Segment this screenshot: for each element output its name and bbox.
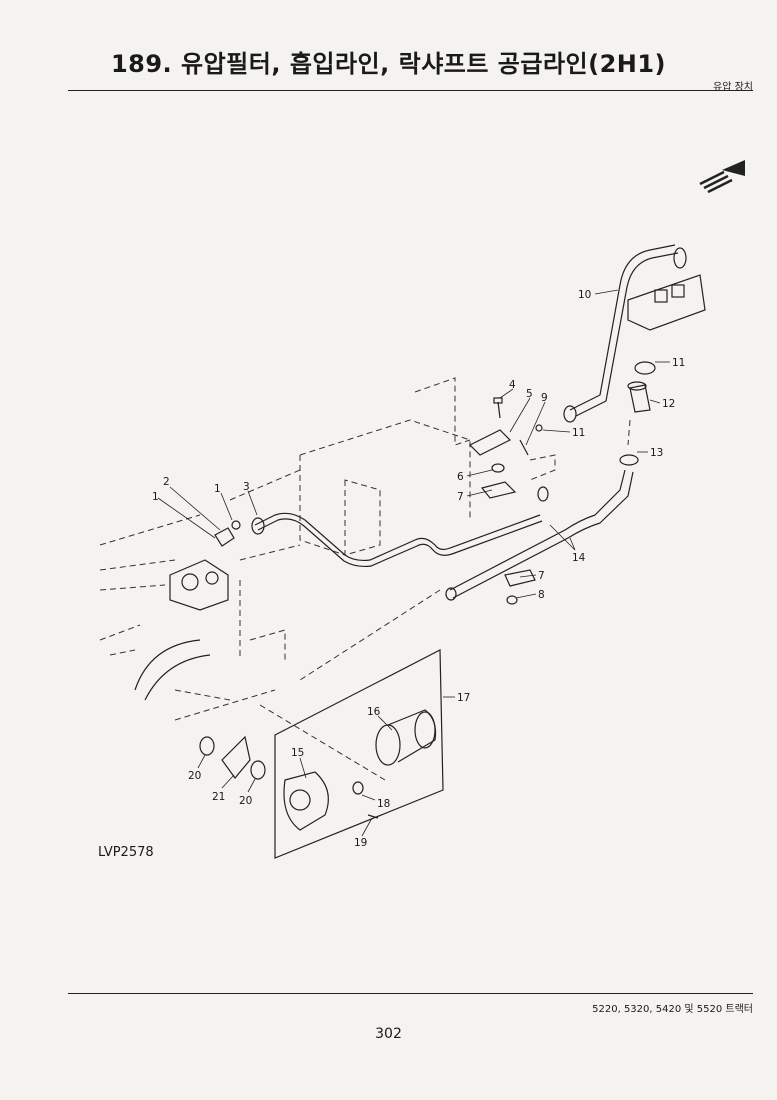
frame-outline (99, 377, 556, 660)
callout-5: 5 (526, 388, 533, 400)
callout-13: 13 (650, 447, 663, 459)
return-tube (445, 454, 639, 601)
callout-20a: 20 (188, 770, 201, 782)
section-label: 유압 장치 (713, 82, 753, 93)
page-number: 302 (375, 1026, 402, 1042)
callout-2: 2 (163, 476, 170, 488)
callout-10: 10 (578, 289, 591, 301)
callout-14: 14 (572, 552, 586, 564)
pump-assembly (169, 520, 241, 611)
callout-9: 9 (541, 392, 548, 404)
callout-19: 19 (354, 837, 367, 849)
callout-4: 4 (509, 379, 516, 391)
callout-1b: 1 (214, 483, 221, 495)
callout-12: 12 (662, 398, 675, 410)
callout-21: 21 (212, 791, 225, 803)
flywheel-housing (134, 639, 231, 701)
callout-8: 8 (538, 589, 545, 601)
strainer-parts (627, 361, 656, 446)
callout-17: 17 (457, 692, 470, 704)
callout-15: 15 (291, 747, 304, 759)
callout-7b: 7 (538, 570, 545, 582)
callout-1a: 1 (152, 491, 159, 503)
bracket-parts (468, 397, 543, 605)
figure-code: LVP2578 (98, 845, 154, 860)
callout-11a: 11 (672, 357, 685, 369)
callout-16: 16 (367, 706, 381, 718)
callout-7a: 7 (457, 491, 464, 503)
callout-18: 18 (377, 798, 390, 810)
callout-11b: 11 (572, 427, 585, 439)
footer-rule (68, 993, 753, 994)
footer-models: 5220, 5320, 5420 및 5520 트랙터 (592, 1004, 753, 1015)
page-title: 189. 유압필터, 흡입라인, 락샤프트 공급라인(2H1) (110, 50, 667, 78)
suction-line (251, 486, 549, 568)
header-rule (68, 90, 753, 91)
rockshaft-supply-line (563, 244, 706, 423)
direction-arrow-icon (699, 160, 745, 194)
callout-6: 6 (457, 471, 464, 483)
callout-20b: 20 (239, 795, 252, 807)
callout-3: 3 (243, 481, 250, 493)
filter-inset (174, 589, 444, 859)
callout-labels: 1 1 2 3 4 5 9 10 11 11 12 13 6 7 7 8 14 … (152, 289, 685, 849)
